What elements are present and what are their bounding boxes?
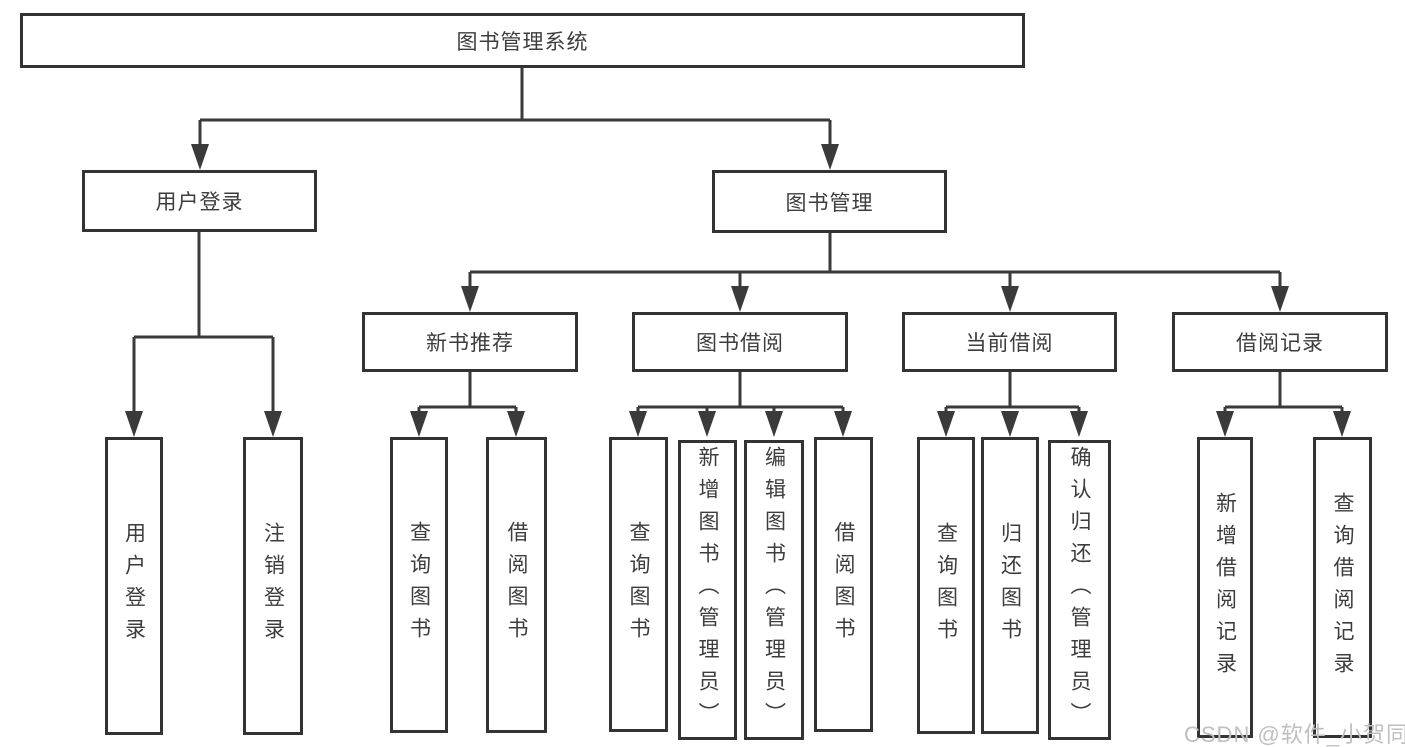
leaf-label: 归还图书 bbox=[998, 521, 1022, 650]
leaf-label: 用户登录 bbox=[122, 522, 146, 650]
arrowhead bbox=[125, 411, 143, 437]
arrowhead bbox=[1001, 411, 1019, 437]
arrowhead bbox=[731, 286, 749, 312]
arrowhead bbox=[834, 411, 852, 437]
arrowheads bbox=[125, 144, 1351, 437]
leaf-return-books: 归还图书 bbox=[981, 437, 1039, 734]
node-book-management: 图书管理 bbox=[712, 170, 947, 233]
leaf-confirm-return-admin: 确认归还（管理员） bbox=[1048, 440, 1111, 740]
leaf-label: 编辑图书（管理员） bbox=[762, 446, 786, 734]
node-current-borrowing: 当前借阅 bbox=[902, 312, 1117, 372]
link-newbook-to-leaves bbox=[417, 372, 518, 415]
arrowhead bbox=[1333, 411, 1351, 437]
arrowhead bbox=[937, 411, 955, 437]
leaf-logout: 注销登录 bbox=[243, 437, 303, 735]
leaf-query-books-recommend: 查询图书 bbox=[390, 437, 448, 733]
leaf-query-books-borrowing: 查询图书 bbox=[609, 437, 668, 732]
arrowhead bbox=[191, 144, 209, 170]
arrowhead bbox=[629, 411, 647, 437]
leaf-label: 查询图书 bbox=[407, 521, 431, 649]
connector-strokes bbox=[132, 68, 1344, 415]
leaf-label: 借阅图书 bbox=[505, 521, 528, 649]
node-book-borrowing: 图书借阅 bbox=[632, 312, 848, 372]
link-userlogin-to-leaves bbox=[132, 232, 275, 415]
node-library-management-system: 图书管理系统 bbox=[20, 13, 1025, 68]
leaf-label: 注销登录 bbox=[261, 522, 285, 650]
csdn-watermark: CSDN @软件_小贺同学 bbox=[1184, 722, 1405, 747]
node-new-book-recommendation: 新书推荐 bbox=[362, 312, 578, 372]
leaf-add-books-admin: 新增图书（管理员） bbox=[678, 440, 737, 740]
leaf-borrow-books-recommend: 借阅图书 bbox=[486, 437, 547, 733]
arrowhead bbox=[1070, 411, 1088, 437]
arrowhead bbox=[410, 411, 428, 437]
leaf-query-books-current: 查询图书 bbox=[917, 437, 975, 734]
leaf-query-borrow-record: 查询借阅记录 bbox=[1313, 437, 1372, 738]
node-borrowing-records: 借阅记录 bbox=[1172, 312, 1388, 372]
arrowhead bbox=[1216, 411, 1234, 437]
arrowhead bbox=[1271, 286, 1289, 312]
leaf-add-borrow-record: 新增借阅记录 bbox=[1197, 437, 1253, 738]
leaf-user-login: 用户登录 bbox=[105, 437, 163, 735]
node-user-login-branch: 用户登录 bbox=[82, 170, 317, 232]
arrowhead bbox=[1001, 286, 1019, 312]
arrowhead bbox=[765, 411, 783, 437]
leaf-label: 查询图书 bbox=[627, 520, 650, 649]
leaf-label: 新增借阅记录 bbox=[1213, 491, 1237, 684]
arrowhead bbox=[821, 144, 839, 170]
leaf-edit-books-admin: 编辑图书（管理员） bbox=[744, 440, 804, 740]
arrowhead bbox=[264, 411, 282, 437]
link-bookmgmt-to-groups bbox=[468, 233, 1282, 290]
leaf-label: 借阅图书 bbox=[832, 520, 855, 649]
leaf-label: 查询图书 bbox=[934, 521, 958, 650]
leaf-label: 新增图书（管理员） bbox=[696, 446, 719, 734]
arrowhead bbox=[507, 411, 525, 437]
link-root-to-branches bbox=[198, 68, 832, 148]
leaf-label: 确认归还（管理员） bbox=[1068, 446, 1091, 734]
leaf-label: 查询借阅记录 bbox=[1331, 491, 1354, 684]
arrowhead bbox=[698, 411, 716, 437]
arrowhead bbox=[461, 286, 479, 312]
link-records-to-leaves bbox=[1223, 372, 1344, 415]
leaf-borrow-books-borrowing: 借阅图书 bbox=[814, 437, 873, 732]
link-borrow-to-leaves bbox=[636, 372, 845, 415]
link-current-to-leaves bbox=[944, 372, 1081, 415]
